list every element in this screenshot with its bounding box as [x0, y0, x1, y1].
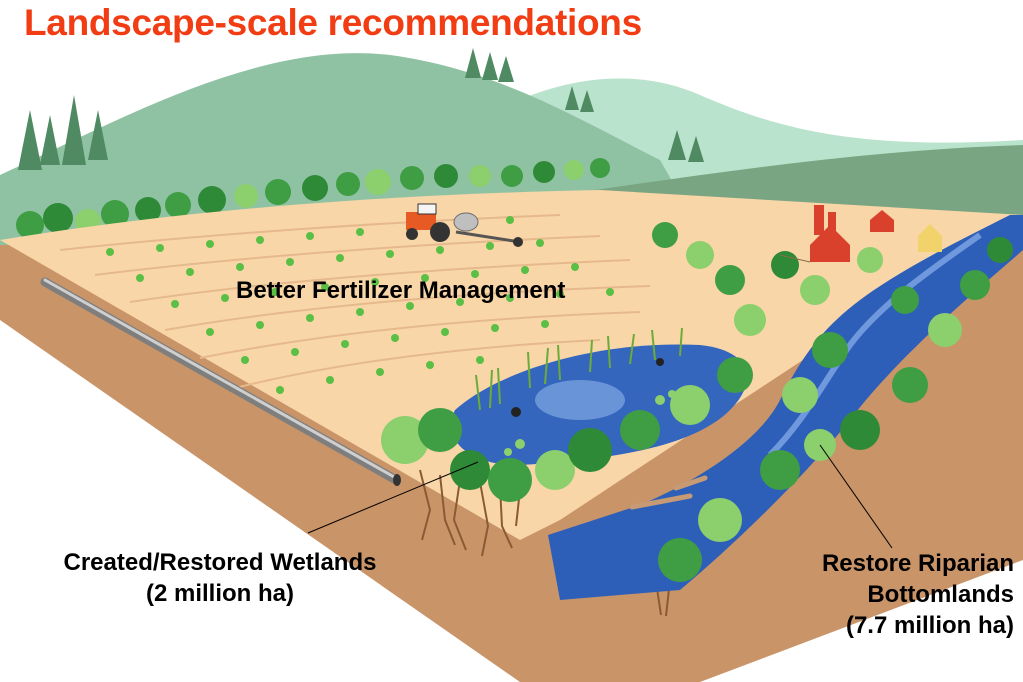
tree-icon [165, 192, 191, 218]
tree-icon [101, 200, 129, 228]
conifer-icon [498, 56, 514, 82]
tree-icon [715, 265, 745, 295]
conifer-icon [668, 130, 686, 160]
fence [779, 254, 811, 263]
tree-icon [698, 498, 742, 542]
conifer-icon [482, 52, 498, 80]
tree-icon [686, 241, 714, 269]
wetland-leader-line [307, 461, 479, 534]
tree-icon [812, 332, 848, 368]
tree-icon [135, 197, 161, 223]
wetland-inlet-pipe-icon [511, 358, 664, 417]
tree-icon [43, 203, 73, 233]
tree-icon [620, 410, 660, 450]
crop-plants [106, 216, 614, 394]
tree-icon [501, 165, 523, 187]
riparian-label-line: Restore Riparian [821, 550, 1014, 577]
farmhouse-icon [918, 224, 942, 252]
tree-icon [302, 175, 328, 201]
conifer-icon [18, 110, 42, 170]
conifer-icon [565, 86, 579, 110]
fertilizer-label-text: Better Fertilizer Management [236, 277, 566, 304]
tree-icon [234, 184, 258, 208]
tree-icon [469, 165, 491, 187]
logs [629, 475, 708, 510]
tree-icon [488, 458, 532, 502]
wetlands-area-line: (2 million ha) [145, 580, 294, 607]
silo-icon [814, 205, 824, 235]
stream-highlight [767, 232, 982, 458]
tree-icon [652, 222, 678, 248]
fertilizer-label: Better Fertilizer Management [236, 275, 565, 306]
tree-icon [590, 158, 610, 178]
conifer-icon [465, 48, 481, 78]
riparian-trees [381, 222, 1013, 582]
riparian-leader-line [819, 444, 893, 549]
tree-icon [564, 160, 584, 180]
tree-icon [16, 211, 44, 239]
conifer-icon [62, 95, 86, 165]
tree-icon [891, 286, 919, 314]
tree-icon [771, 251, 799, 279]
tree-icon [365, 169, 391, 195]
tractor-icon [406, 203, 523, 247]
conifer-icon [40, 115, 60, 165]
barn-icon [810, 225, 850, 262]
page-title: Landscape-scale recommendations [24, 2, 642, 43]
tree-icon [400, 166, 424, 190]
conifer-group [18, 48, 704, 170]
tree-icon [568, 428, 612, 472]
tree-icon [840, 410, 880, 450]
conifer-icon [580, 90, 594, 112]
tree-icon [533, 161, 555, 183]
tree-icon [734, 304, 766, 336]
tree-icon [336, 172, 360, 196]
reeds [475, 327, 683, 411]
tree-icon [535, 450, 575, 490]
tree-icon [434, 164, 458, 188]
riparian-label: Restore Riparian Bottomlands (7.7 millio… [766, 548, 1014, 641]
pond-shine [535, 380, 625, 420]
riparian-area-line: (7.7 million ha) [845, 612, 1014, 639]
tree-icon [381, 416, 429, 464]
barn-icon [870, 210, 894, 232]
tree-icon [857, 247, 883, 273]
crop-field [0, 190, 1023, 540]
tree-icon [450, 450, 490, 490]
tree-icon [265, 179, 291, 205]
tree-icon [987, 237, 1013, 263]
farmstead [779, 205, 942, 263]
tree-icon [670, 385, 710, 425]
tree-icon [760, 450, 800, 490]
conifer-icon [688, 136, 704, 162]
tree-icon [960, 270, 990, 300]
tree-icon [928, 313, 962, 347]
wetlands-label-line: Created/Restored Wetlands [63, 549, 377, 576]
tree-icon [418, 408, 462, 452]
tree-icon [658, 538, 702, 582]
tree-line [16, 158, 610, 239]
silo-icon [828, 212, 836, 236]
wetlands-label: Created/Restored Wetlands (2 million ha) [22, 547, 418, 609]
conifer-icon [88, 110, 108, 160]
drain-pipe-icon [40, 277, 401, 486]
riparian-label-line-2: Bottomlands [867, 581, 1014, 608]
tree-icon [717, 357, 753, 393]
lily-pads [504, 390, 676, 456]
tree-icon [892, 367, 928, 403]
tree-icon [782, 377, 818, 413]
tree-icon [800, 275, 830, 305]
tree-icon [198, 186, 226, 214]
